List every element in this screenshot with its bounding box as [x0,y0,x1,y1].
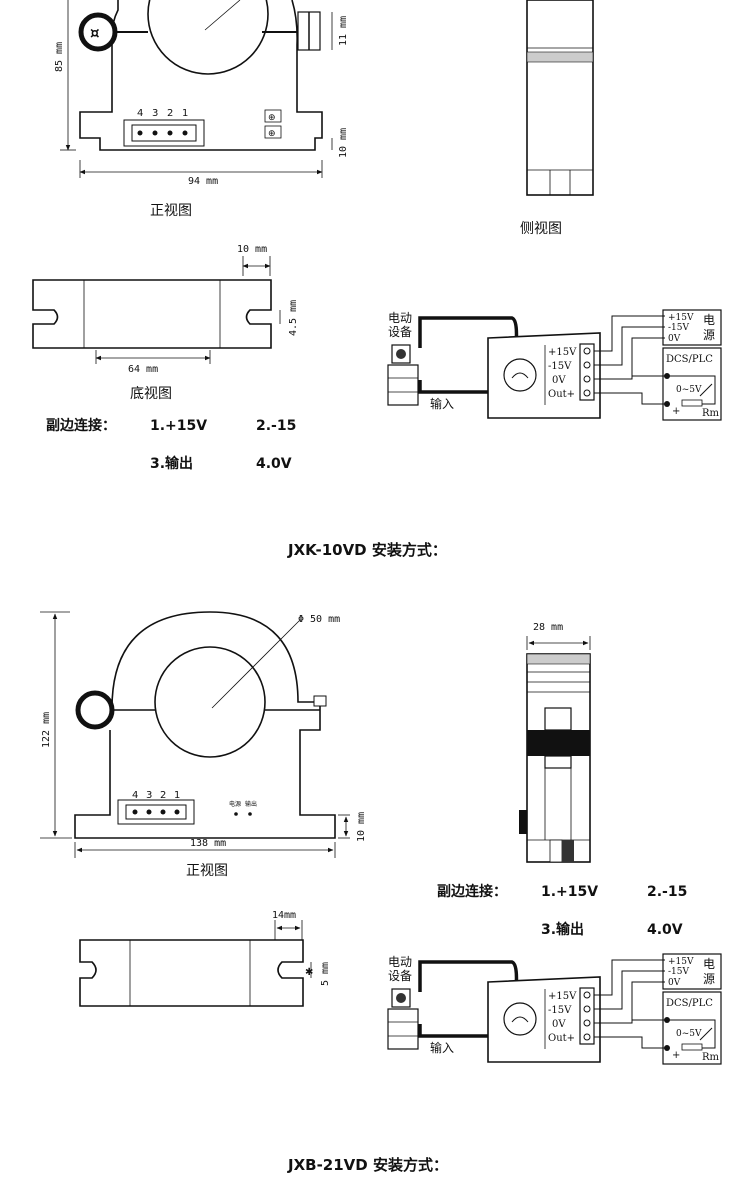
connection-label: 副边连接： [46,417,116,434]
pin-label: 2 [167,108,173,119]
front-view-caption: 正视图 [150,203,192,219]
dim-width: 94 mm [188,176,218,187]
dim-slot: 14mm [272,910,296,921]
power-label: 源 [703,972,715,986]
svg-text:✱: ✱ [305,967,313,978]
input-label: 输入 [430,1040,454,1055]
dim-width: 138 mm [190,838,226,849]
plus-label: + [672,1050,680,1061]
connection-spec-2: 副边连接： 1.+15V 2.-15 3.输出 4.0V [437,883,687,938]
terminal-label: -15V [548,1005,572,1016]
motor-icon [387,344,419,406]
bottom-view-1: 10 mm 4.5 mm 64 mm 底视图 [32,244,299,402]
connection-item: 1.+15V [541,884,598,900]
rm-label: Rm [702,408,720,419]
wiring-diagram-2: 电动 设备 输入 +15V -15V 0V Out+ +15V -15V 0V … [387,953,722,1065]
dim-side-width: 28 mm [533,622,563,633]
connection-label: 副边连接： [437,883,507,900]
led-indicator-icon [248,812,252,816]
dim-slot: 10 mm [237,244,267,255]
connection-item: 4.0V [647,922,683,938]
device-label: 设备 [388,969,412,983]
aperture-circle [147,0,269,75]
dim-length: 64 mm [128,364,158,375]
bolt-ring-icon [75,690,115,730]
plus-label: + [672,406,680,417]
front-view-1: ¤ 4 3 2 1 ⊕ ⊕ 85 mm 94 mm 11 mm 10 mm 正视… [54,0,349,219]
pin-label: 3 [146,790,152,801]
power-label: 电 [703,313,715,327]
connection-item: 2.-15 [647,884,687,900]
dim-top-right: 11 mm [338,16,349,46]
svg-text:⊕: ⊕ [268,113,276,123]
section2-title: JXK-10VD 安装方式： [287,541,447,559]
connection-item: 3.输出 [150,455,193,472]
terminal-label: -15V [548,361,572,372]
power-terminal: +15V [668,313,694,323]
pin-label: 1 [182,108,188,119]
aperture-circle [154,646,266,758]
led-label: 电源 [229,800,241,808]
rm-label: Rm [702,1052,720,1063]
pin-label: 1 [174,790,180,801]
device-label: 设备 [388,325,412,339]
bottom-view-caption: 底视图 [130,386,172,402]
bottom-view-2: 14mm ✱ 5 mm [79,910,331,1007]
terminal-label: 0V [552,375,566,386]
power-label: 源 [703,328,715,342]
power-terminal: +15V [668,957,694,967]
power-terminal: -15V [668,967,689,977]
power-terminal: -15V [668,323,689,333]
terminal-label: +15V [548,991,577,1002]
dim-slot-width: 5 mm [320,962,331,986]
side-view-1: 侧视图 [520,0,594,237]
power-label: 电 [703,957,715,971]
power-terminal: 0V [668,334,681,344]
front-view-2: Φ 50 mm 4 3 2 1 电源 输出 122 mm 138 mm 10 m… [40,611,367,879]
connection-item: 4.0V [256,456,292,472]
dim-height: 122 mm [41,712,52,748]
range-label: 0~5V [676,385,702,395]
terminal-label: 0V [552,1019,566,1030]
dim-base: 10 mm [338,128,349,158]
svg-text:⊕: ⊕ [268,129,276,139]
led-indicator-icon [234,812,238,816]
terminal-label: Out+ [548,1033,575,1044]
connection-item: 2.-15 [256,418,296,434]
led-label: 输出 [245,800,257,808]
input-label: 输入 [430,396,454,411]
side-view-2: 28 mm [519,622,591,863]
pin-label: 2 [160,790,166,801]
terminal-label: Out+ [548,389,575,400]
pin-label: 3 [152,108,158,119]
connection-item: 1.+15V [150,418,207,434]
device-label: 电动 [388,955,412,969]
connection-spec-1: 副边连接： 1.+15V 2.-15 3.输出 4.0V [46,417,296,472]
dcs-label: DCS/PLC [666,998,713,1009]
dcs-label: DCS/PLC [666,354,713,365]
device-label: 电动 [388,311,412,325]
svg-text:¤: ¤ [90,24,100,42]
terminal-label: +15V [548,347,577,358]
range-label: 0~5V [676,1029,702,1039]
side-view-caption: 侧视图 [520,221,562,237]
wiring-diagram-1: 电动 设备 输入 +15V -15V 0V Out+ +15V -15V 0V … [387,309,722,421]
connection-item: 3.输出 [541,921,584,938]
pin-label: 4 [132,790,138,801]
front-view-caption: 正视图 [186,863,228,879]
motor-icon [387,988,419,1050]
pin-label: 4 [137,108,143,119]
dim-base: 10 mm [356,812,367,842]
dim-slot-width: 4.5 mm [288,300,299,336]
power-terminal: 0V [668,978,681,988]
dim-diameter: Φ 50 mm [298,614,340,625]
dim-height: 85 mm [54,42,65,72]
footer-title: JXB-21VD 安装方式： [287,1156,448,1174]
